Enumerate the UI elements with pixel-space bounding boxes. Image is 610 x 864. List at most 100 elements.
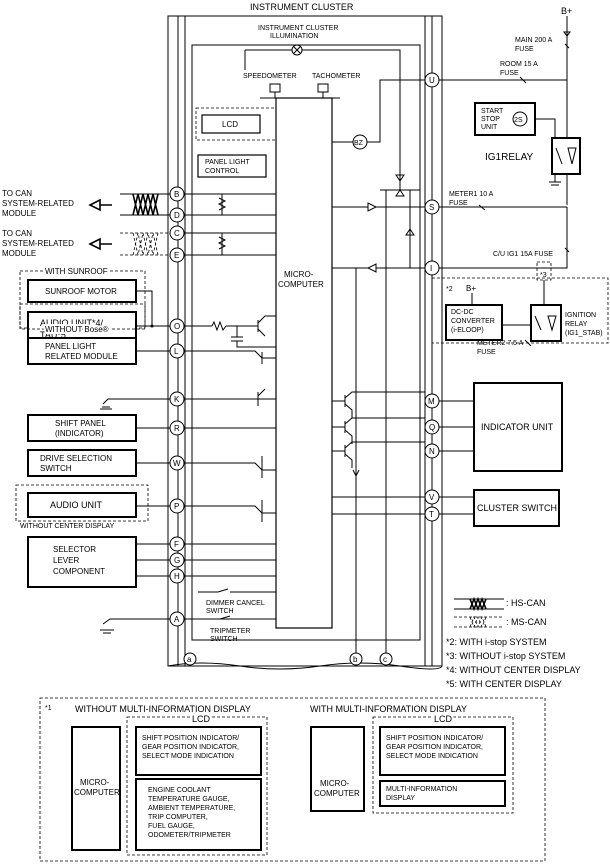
shift-panel-box <box>27 414 137 442</box>
shift-position-left-box <box>135 726 262 776</box>
lcd-box <box>201 114 261 134</box>
panel-light-control-box <box>197 154 267 178</box>
legend-note-3: *3: WITHOUT i-stop SYSTEM <box>446 651 565 661</box>
svg-text:S: S <box>429 203 434 212</box>
svg-text:GEAR POSITION INDICATOR,: GEAR POSITION INDICATOR, <box>386 744 483 751</box>
svg-text:MODULE: MODULE <box>2 209 36 218</box>
panel-light-module-label-1: PANEL LIGHT <box>45 342 96 351</box>
room-fuse-label-2: FUSE <box>500 70 519 77</box>
bottom-terminals: a b c <box>183 652 393 666</box>
terminal-W: W <box>169 455 185 471</box>
svg-text:MODULE: MODULE <box>2 249 36 258</box>
micro-computer-right-label-2: COMPUTER <box>314 789 360 798</box>
terminal-I: I <box>424 260 440 276</box>
shift-panel-label-1: SHIFT PANEL <box>55 419 106 428</box>
tachometer-icon <box>317 83 329 93</box>
ig1-relay-label: IG1RELAY <box>485 152 533 163</box>
micro-computer-left-label-1: MICRO- <box>80 778 110 787</box>
two-s-label: 2S <box>514 117 523 124</box>
dcdc-label-2: CONVERTER <box>451 318 495 325</box>
svg-text:ODOMETER/TRIPMETER: ODOMETER/TRIPMETER <box>148 832 231 839</box>
diagram-title: INSTRUMENT CLUSTER <box>250 2 354 12</box>
main-fuse-label-1: MAIN 200 A <box>515 37 553 44</box>
svg-text:SYSTEM-RELATED: SYSTEM-RELATED <box>2 239 74 248</box>
legend-note-5: *5: WITH CENTER DISPLAY <box>446 679 562 689</box>
ignition-relay-label-3: (IG1_STAB) <box>565 330 603 337</box>
svg-text:a: a <box>187 655 192 664</box>
without-center-display-label: WITHOUT CENTER DISPLAY <box>20 523 115 530</box>
can-module-1: TO CAN SYSTEM-RELATED MODULE <box>2 189 170 218</box>
svg-text:A: A <box>174 615 180 624</box>
start-stop-label-1: START <box>481 108 504 115</box>
terminal-Q: Q <box>424 419 440 435</box>
terminal-C: C <box>169 225 185 241</box>
sunroof-audio-group: WITH SUNROOF SUNROOF MOTOR AUDIO UNIT*4/… <box>19 265 170 345</box>
svg-text:b: b <box>353 655 358 664</box>
panel-light-module-box <box>27 337 137 365</box>
audio-unit-box <box>27 492 137 518</box>
svg-text:T: T <box>429 510 434 519</box>
footnote-mark: *1 <box>45 705 52 712</box>
terminal-a: a <box>183 652 197 666</box>
svg-text:AMBIENT TEMPERATURE,: AMBIENT TEMPERATURE, <box>148 805 235 812</box>
dimmer-cancel-label-2: SWITCH <box>206 608 234 615</box>
sunroof-motor-label: SUNROOF MOTOR <box>45 287 117 296</box>
cu-ig1-fuse-label: C/U IG1 15A FUSE <box>493 251 553 258</box>
start-stop-label-2: STOP <box>481 116 500 123</box>
lcd-title-right: LCD <box>434 714 453 724</box>
svg-text:H: H <box>174 572 180 581</box>
illumination-label-1: INSTRUMENT CLUSTER <box>258 25 338 32</box>
micro-computer-right-box <box>310 726 365 812</box>
micro-computer-label-1: MICRO- <box>284 270 314 279</box>
two-s-icon <box>512 111 528 127</box>
speedometer-label: SPEEDOMETER <box>243 73 297 80</box>
svg-text:P: P <box>174 502 179 511</box>
terminal-O: O <box>169 318 185 334</box>
terminal-U: U <box>424 72 440 88</box>
ig1-relay-box <box>551 137 581 175</box>
drive-selection-box <box>27 449 137 477</box>
svg-text:W: W <box>173 459 181 468</box>
terminal-P: P <box>169 498 185 514</box>
svg-text:MULTI-INFORMATION: MULTI-INFORMATION <box>386 786 457 793</box>
tachometer-label: TACHOMETER <box>312 73 360 80</box>
svg-text:V: V <box>429 493 435 502</box>
svg-text:SHIFT POSITION INDICATOR/: SHIFT POSITION INDICATOR/ <box>386 735 483 742</box>
legend-note-2: *2: WITH i-stop SYSTEM <box>446 637 547 647</box>
svg-text:N: N <box>429 447 435 456</box>
svg-text:G: G <box>174 556 180 565</box>
arrow-left-icon <box>88 237 112 251</box>
speedometer-icon <box>269 83 281 93</box>
svg-text:SELECT MODE INDICATION: SELECT MODE INDICATION <box>386 753 478 760</box>
svg-text:D: D <box>174 211 180 220</box>
selector-lever-label-2: LEVER <box>53 556 79 565</box>
footnote-panel: *1 WITHOUT MULTI-INFORMATION DISPLAY WIT… <box>39 697 546 862</box>
panel-light-module-label-2: RELATED MODULE <box>45 352 118 361</box>
drive-selection-label-2: SWITCH <box>40 464 72 473</box>
svg-text:O: O <box>174 322 180 331</box>
svg-text:TO CAN: TO CAN <box>2 189 32 198</box>
panel-light-control-label-1: PANEL LIGHT <box>205 159 250 166</box>
svg-text:I: I <box>430 264 432 273</box>
meter1-fuse-label-1: METER1 10 A <box>449 191 494 198</box>
terminal-L: L <box>169 343 185 359</box>
gauges-box <box>135 778 262 851</box>
selector-lever-box <box>27 536 137 588</box>
cluster-switch-box <box>473 489 560 527</box>
indicator-unit-label: INDICATOR UNIT <box>481 422 554 432</box>
illumination-section: INSTRUMENT CLUSTER ILLUMINATION SPEEDOME… <box>243 25 401 99</box>
note3-label: *3 <box>540 272 547 279</box>
terminal-S: S <box>424 199 440 215</box>
audio-unit-label: AUDIO UNIT <box>50 500 103 510</box>
dimmer-cancel-label-1: DIMMER CANCEL <box>206 600 265 607</box>
without-bose-label: WITHOUT Bose® <box>45 325 109 334</box>
terminal-V: V <box>424 489 440 505</box>
meter2-fuse-label-2: FUSE <box>477 349 496 356</box>
terminal-A: A <box>169 611 185 627</box>
terminal-K: K <box>169 391 185 407</box>
arrow-left-icon <box>88 198 112 212</box>
selector-lever-label-1: SELECTOR <box>53 545 96 554</box>
lcd-block: LCD *1 <box>195 107 293 141</box>
shift-panel-label-2: (INDICATOR) <box>55 429 104 438</box>
